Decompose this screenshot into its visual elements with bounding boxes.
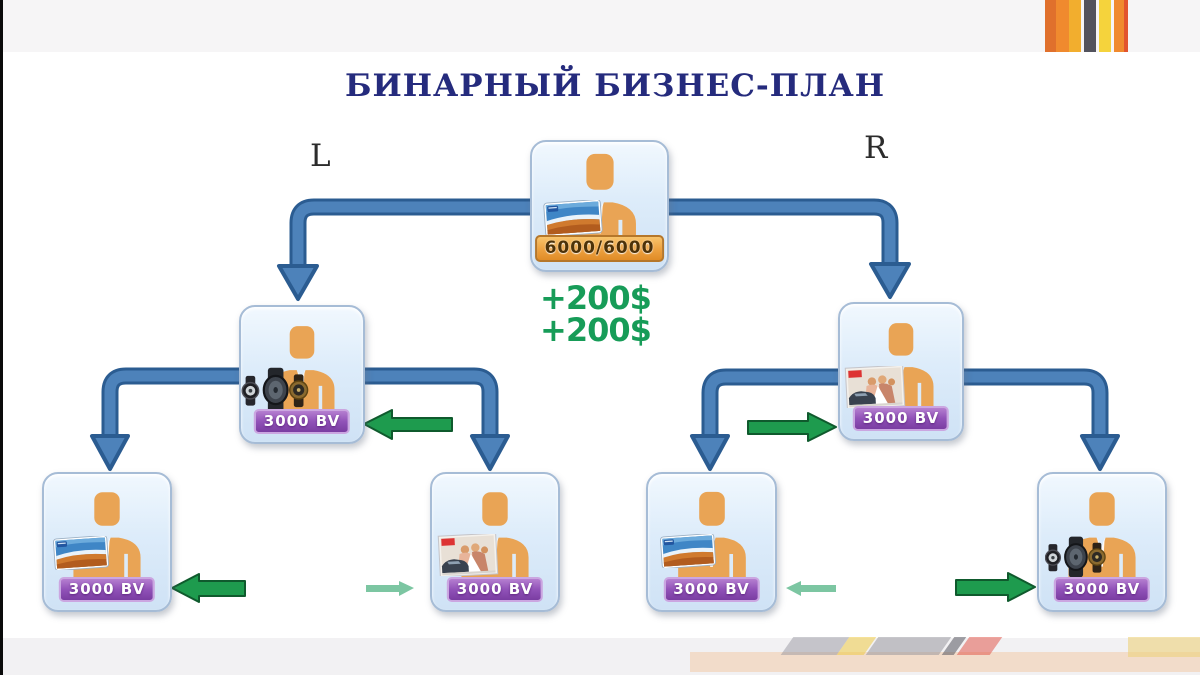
product-travel-card-icon [49, 536, 113, 570]
left-branch-label: L [310, 138, 331, 174]
stripe [1084, 0, 1096, 52]
member-node-bottom-1: 3000 BV [42, 472, 172, 612]
left-edge-bar [0, 0, 3, 675]
bonus-line-2: +200$ [540, 311, 652, 349]
green-arrow-light-left-of-bottom-3 [786, 581, 836, 596]
product-watches-icon [241, 367, 317, 413]
member-node-bottom-2: 3000 BV [430, 472, 560, 612]
member-node-bottom-4: 3000 BV [1037, 472, 1167, 612]
volume-badge: 3000 BV [852, 406, 950, 431]
bonus-amounts: +200$ +200$ [540, 282, 670, 346]
blue-connector-mid-left-to-bottom-1 [90, 367, 240, 471]
product-watches-icon [1045, 536, 1113, 578]
right-branch-label: R [864, 130, 888, 166]
member-node-bottom-3: 3000 BV [646, 472, 777, 612]
watermark-piece [865, 637, 952, 655]
stripe [1069, 0, 1081, 52]
product-magazine-icon [435, 534, 501, 576]
member-node-mid-right: 3000 BV [838, 302, 964, 441]
blue-connector-mid-right-to-bottom-3 [690, 368, 839, 471]
top-right-stripes-decoration [1045, 0, 1128, 52]
member-node-root: 6000/6000 [530, 140, 669, 272]
volume-badge: 3000 BV [663, 577, 760, 602]
bottom-stripes-watermark [0, 630, 1200, 675]
green-arrow-into-bottom-4 [955, 572, 1036, 602]
volume-badge: 3000 BV [58, 577, 156, 602]
stripe [1099, 0, 1111, 52]
root-volume-badge: 6000/6000 [534, 235, 665, 262]
member-node-mid-left: 3000 BV [239, 305, 365, 444]
bottom-band [3, 638, 1200, 675]
page-title: БИНАРНЫЙ БИЗНЕС-ПЛАН [344, 68, 886, 104]
stripe [1124, 0, 1128, 52]
product-travel-card-icon [656, 534, 720, 568]
bonus-line-1: +200$ [540, 279, 652, 317]
blue-connector-root-to-mid-right [665, 198, 911, 299]
top-band [3, 0, 1200, 52]
volume-badge: 3000 BV [1053, 577, 1151, 602]
watermark-band [690, 652, 1200, 672]
stripe [1045, 0, 1056, 52]
volume-badge: 3000 BV [253, 409, 351, 434]
blue-connector-mid-right-to-bottom-4 [959, 368, 1120, 471]
stripe [1056, 0, 1069, 52]
blue-connector-root-to-mid-left [277, 198, 530, 301]
green-arrow-into-mid-right [747, 412, 837, 442]
product-travel-card-icon [540, 200, 606, 236]
product-magazine-icon [842, 366, 908, 408]
volume-badge: 3000 BV [446, 577, 544, 602]
blue-connector-mid-left-to-bottom-2 [360, 367, 510, 471]
watermark-piece [1128, 637, 1200, 657]
stripe [1114, 0, 1124, 52]
green-arrow-left-of-bottom-1 [171, 573, 246, 603]
green-arrow-into-mid-left [363, 409, 453, 440]
green-arrow-light-into-bottom-2 [366, 581, 414, 596]
